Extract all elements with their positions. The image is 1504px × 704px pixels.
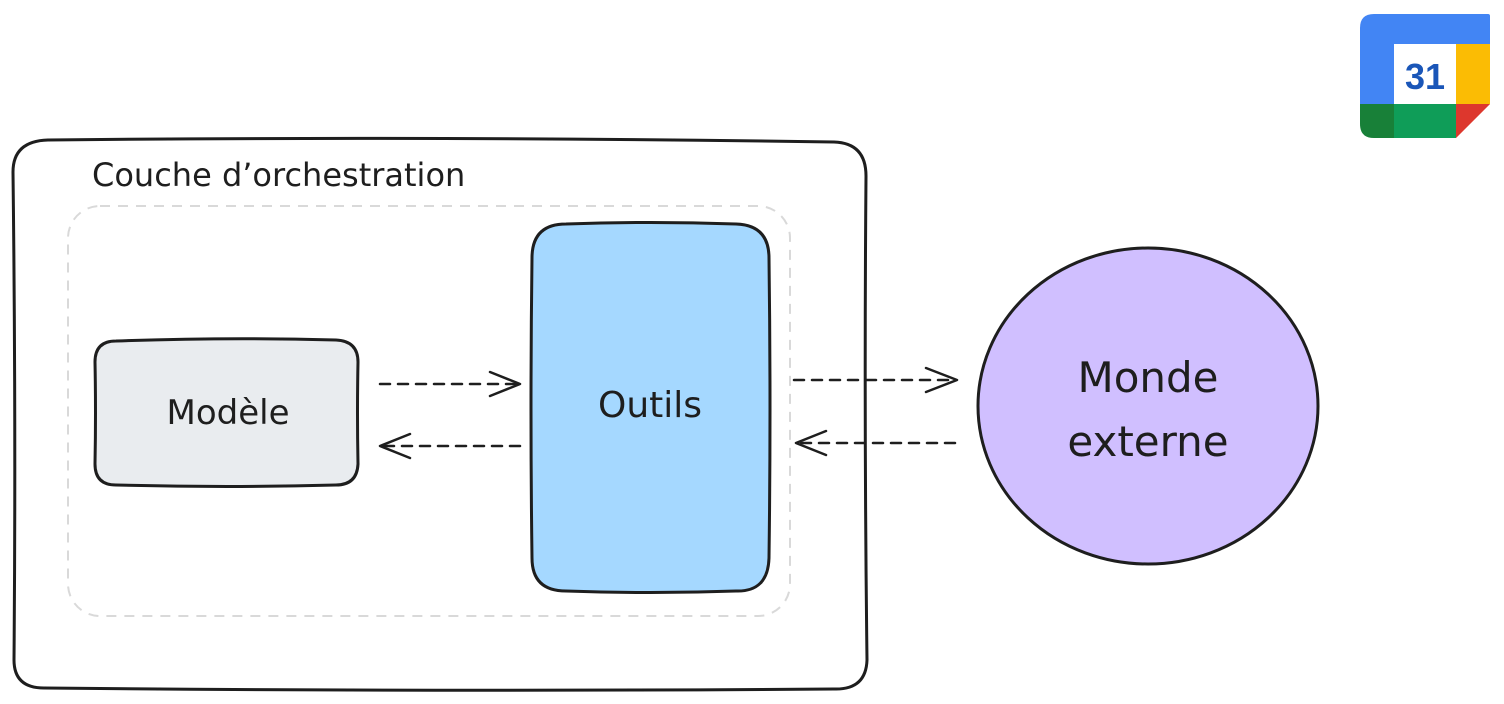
calendar-top-band bbox=[1360, 14, 1490, 44]
inner-dashed-group bbox=[67, 205, 791, 617]
calendar-right-band bbox=[1456, 44, 1490, 104]
calendar-page bbox=[1394, 44, 1456, 104]
google-calendar-icon: 31 bbox=[1360, 14, 1490, 138]
calendar-left-band bbox=[1360, 44, 1394, 104]
calendar-fold bbox=[1456, 104, 1490, 138]
arrow-tools-to-model bbox=[378, 432, 522, 460]
external-world-label-line1: Monde bbox=[1077, 353, 1218, 402]
model-node-shape bbox=[93, 337, 360, 488]
orchestration-layer-border bbox=[11, 136, 869, 692]
external-world-label-line2: externe bbox=[1067, 417, 1228, 466]
tools-node: Outils bbox=[529, 221, 772, 594]
tools-node-shape bbox=[529, 221, 772, 594]
arrow-tools-to-world bbox=[792, 366, 959, 394]
orchestration-layer-title: Couche d’orchestration bbox=[92, 156, 465, 194]
calendar-bottom-right bbox=[1456, 104, 1490, 138]
calendar-day-number: 31 bbox=[1405, 56, 1445, 97]
tools-node-label: Outils bbox=[598, 385, 702, 426]
arrow-model-to-tools bbox=[378, 370, 522, 398]
external-world-node: Monde externe bbox=[976, 246, 1320, 566]
model-node-label: Modèle bbox=[166, 393, 289, 433]
calendar-bottom-band bbox=[1394, 104, 1456, 138]
calendar-bottom-left bbox=[1360, 104, 1394, 138]
arrow-world-to-tools bbox=[794, 429, 957, 457]
external-world-shape bbox=[976, 246, 1320, 566]
orchestration-layer: Couche d’orchestration bbox=[11, 136, 869, 692]
model-node: Modèle bbox=[93, 337, 360, 488]
